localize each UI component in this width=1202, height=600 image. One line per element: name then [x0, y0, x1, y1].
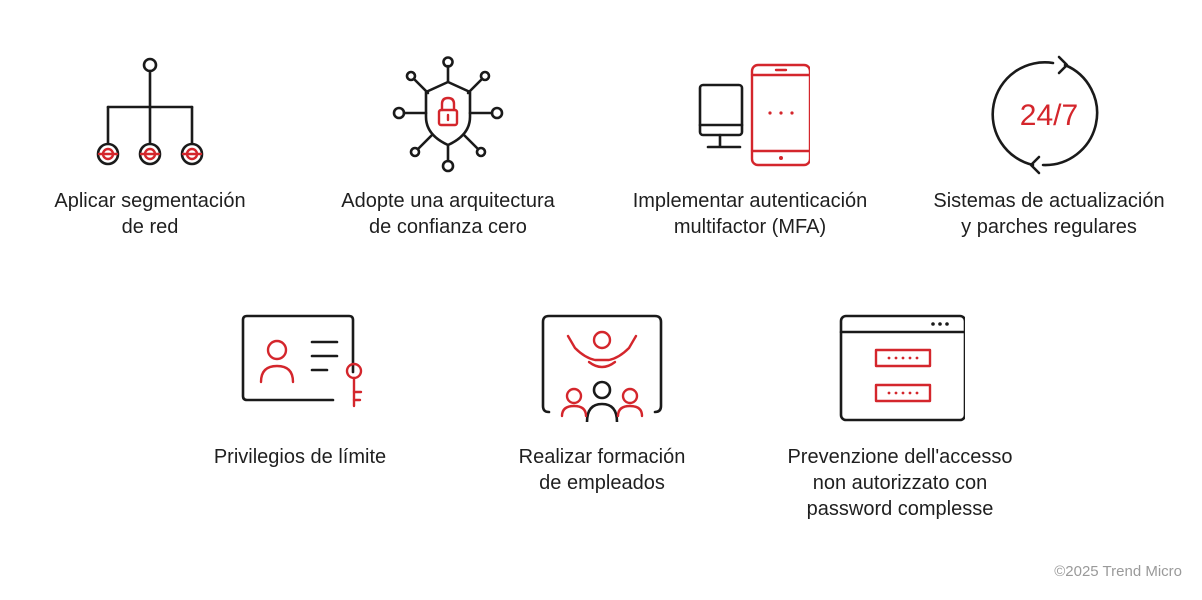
item-label: Privilegios de límite [213, 446, 387, 468]
item-label: Implementar autenticación multifactor (M… [632, 190, 868, 238]
item-label: Aplicar segmentación de red [54, 190, 246, 238]
id-card-key-icon [241, 314, 363, 408]
item-label: Realizar formación de empleados [518, 446, 686, 494]
update-cycle-icon: 24/7 [991, 55, 1099, 175]
item-mfa: Implementar autenticación multifactor (M… [610, 55, 890, 240]
copyright-text: ©2025 Trend Micro [1054, 563, 1182, 580]
update-cycle-text: 24/7 [1020, 99, 1078, 132]
item-network-segmentation: Aplicar segmentación de red [20, 55, 280, 240]
mfa-devices-icon [698, 63, 810, 167]
network-segmentation-icon [96, 57, 204, 166]
item-employee-training: Realizar formación de empleados [472, 310, 732, 496]
item-label: Adopte una arquitectura de confianza cer… [341, 190, 555, 238]
item-label: Sistemas de actualización y parches regu… [933, 190, 1165, 238]
item-label: Prevenzione dell'accesso non autorizzato… [787, 446, 1013, 520]
item-updates: 24/7 Sistemas de actualización y parches… [920, 55, 1178, 240]
zero-trust-shield-icon [392, 56, 504, 173]
password-window-icon [839, 314, 965, 422]
item-password: Prevenzione dell'accesso non autorizzato… [770, 310, 1030, 522]
item-limit-privileges: Privilegios de límite [170, 310, 430, 470]
employee-training-icon [541, 314, 663, 422]
item-zero-trust: Adopte una arquitectura de confianza cer… [318, 55, 578, 240]
